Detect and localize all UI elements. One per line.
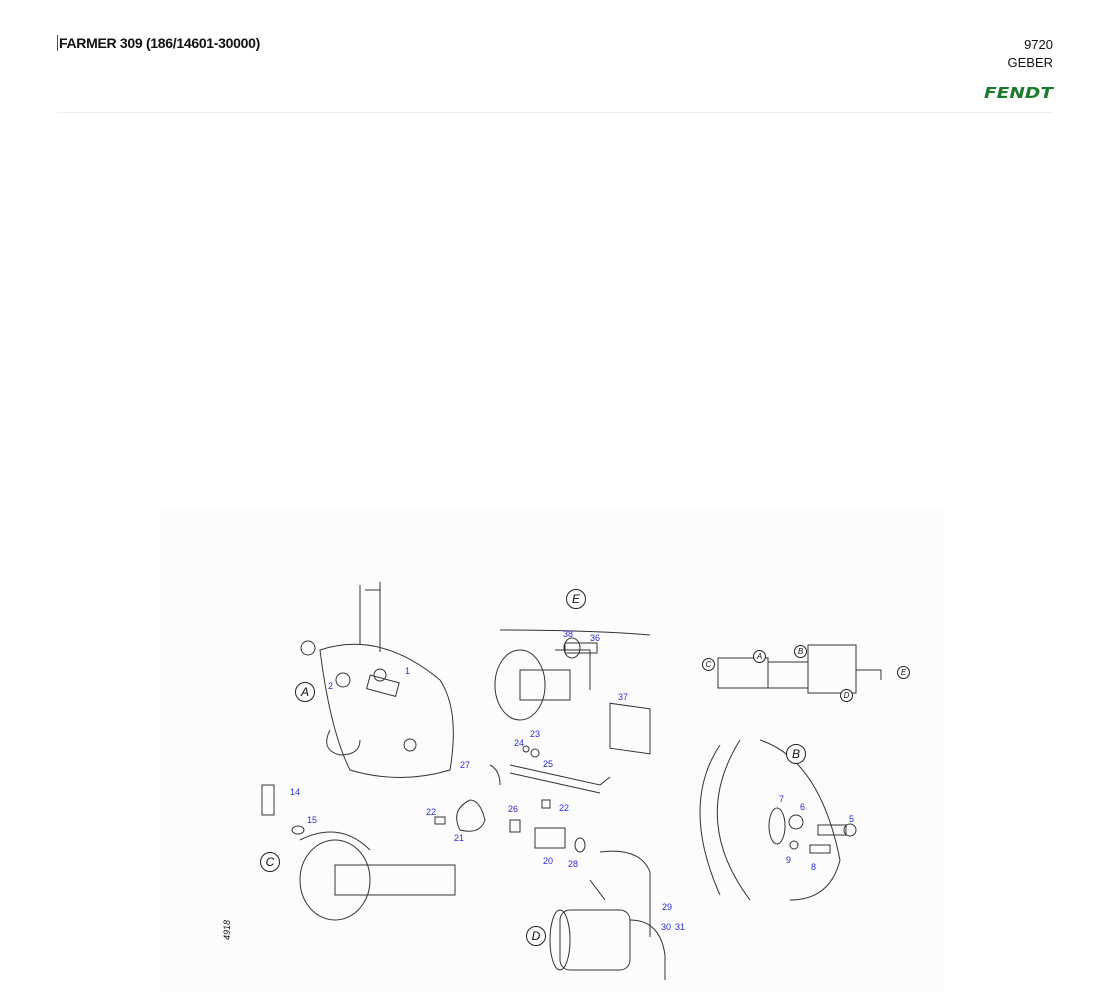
group-code: 9720: [1024, 37, 1053, 52]
callout[interactable]: 1: [405, 666, 411, 676]
callout[interactable]: 15: [307, 815, 318, 825]
callout[interactable]: 2: [328, 681, 334, 691]
figure-number: 4918: [222, 919, 232, 940]
callout[interactable]: 31: [675, 922, 686, 932]
callout[interactable]: 26: [508, 804, 519, 814]
view-label-e-small: E: [897, 666, 910, 679]
callout[interactable]: 25: [543, 759, 554, 769]
callout[interactable]: 14: [290, 787, 301, 797]
view-label-a: A: [295, 682, 315, 702]
callout[interactable]: 22: [559, 803, 570, 813]
callout[interactable]: 28: [568, 859, 579, 869]
view-label-d-small: D: [840, 689, 853, 702]
view-label-c-small: C: [702, 658, 715, 671]
part-group-info: 9720 GEBER: [1007, 36, 1053, 72]
callout[interactable]: 7: [779, 794, 785, 804]
svg-text:FENDT: FENDT: [984, 84, 1054, 100]
callout[interactable]: 5: [849, 814, 855, 824]
callout[interactable]: 27: [460, 760, 471, 770]
view-label-c: C: [260, 852, 280, 872]
callout[interactable]: 29: [662, 902, 673, 912]
callout[interactable]: 38: [563, 629, 574, 639]
callout[interactable]: 23: [530, 729, 541, 739]
callout[interactable]: 36: [590, 633, 601, 643]
page-title: FARMER 309 (186/14601-30000): [57, 35, 260, 51]
callout[interactable]: 20: [543, 856, 554, 866]
callout[interactable]: 24: [514, 738, 525, 748]
callout[interactable]: 30: [661, 922, 672, 932]
callout[interactable]: 37: [618, 692, 629, 702]
exploded-parts-diagram: A E C A B D E C B D 1 2 38 36 37 23 24 2…: [160, 510, 943, 992]
callout[interactable]: 22: [426, 807, 437, 817]
diagram-drawing: [261, 582, 882, 980]
view-label-a-small: A: [753, 650, 766, 663]
callout[interactable]: 21: [454, 833, 465, 843]
group-name: GEBER: [1007, 55, 1053, 70]
view-label-d: D: [526, 926, 546, 946]
fendt-logo: FENDT: [984, 84, 1055, 105]
header-divider: [57, 112, 1053, 113]
callout[interactable]: 6: [800, 802, 806, 812]
view-label-b-small: B: [794, 645, 807, 658]
view-label-b: B: [786, 744, 806, 764]
view-label-e: E: [566, 589, 586, 609]
callout[interactable]: 9: [786, 855, 792, 865]
callout[interactable]: 8: [811, 862, 817, 872]
